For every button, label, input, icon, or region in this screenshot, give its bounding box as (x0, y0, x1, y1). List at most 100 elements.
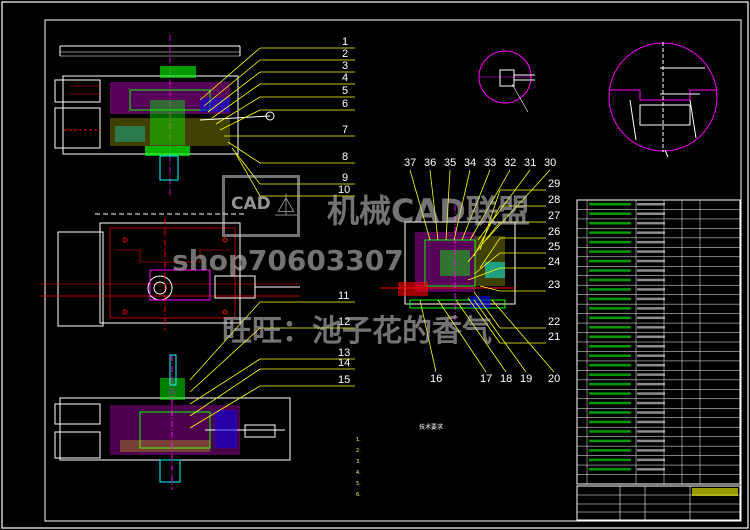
callout-number: 24 (548, 256, 561, 268)
table-cell-text (637, 297, 665, 301)
table-cell-text (637, 212, 665, 215)
leader-line (437, 299, 487, 373)
table-cell-text (589, 382, 631, 386)
callout-number: 19 (520, 373, 533, 385)
leader-line (467, 221, 501, 263)
detail-circle-large (608, 42, 718, 158)
callout-number: 2 (342, 48, 349, 60)
callout-number: 36 (424, 157, 437, 169)
callout-number: 30 (544, 157, 557, 169)
table-cell-text (589, 269, 631, 272)
table-cell-text (637, 392, 665, 395)
leader-line (231, 147, 261, 185)
callout-number: 6 (342, 98, 349, 110)
table-cell-text (589, 439, 631, 443)
table-cell-text (589, 326, 631, 329)
callout-number: 20 (548, 373, 561, 385)
callout-number: 26 (548, 226, 561, 238)
callout-number: 28 (548, 194, 561, 206)
callout-number: 32 (504, 157, 517, 169)
leader-line (409, 169, 431, 241)
leader-line (429, 169, 439, 241)
table-cell-text (589, 363, 631, 367)
callout-number: 11 (338, 290, 350, 302)
table-cell-text (589, 307, 631, 310)
callout-number: 29 (548, 178, 561, 190)
callout-number: 37 (404, 157, 417, 169)
table-cell-text (637, 468, 665, 471)
callout-number: 35 (444, 157, 457, 169)
table-cell-text (589, 392, 631, 395)
table-cell-text (589, 401, 631, 405)
leader-line (189, 385, 261, 429)
leader-line (473, 205, 501, 257)
note-item: 1. (356, 437, 361, 443)
table-cell-text (637, 231, 665, 234)
table-cell-text (589, 212, 631, 215)
note-item: 5. (356, 481, 361, 487)
table-cell-text (637, 458, 665, 462)
inner-frame (44, 19, 742, 522)
callout-number: 16 (430, 373, 443, 385)
leader-line (215, 96, 261, 125)
leader-line (473, 299, 527, 373)
watermark-line3: 旺旺：池子花的香气 (222, 314, 492, 349)
table-cell-text (589, 411, 631, 414)
leader-line (211, 83, 261, 119)
callout-number: 7 (342, 124, 349, 136)
table-cell-text (589, 345, 631, 348)
callout-number: 8 (342, 151, 349, 163)
leader-line (219, 109, 261, 131)
table-cell-text (637, 221, 665, 225)
callout-number: 34 (464, 157, 477, 169)
leader-line (485, 169, 551, 241)
notes-title: 技术要求 (418, 424, 443, 431)
leader-line (455, 299, 507, 373)
table-cell-text (637, 354, 665, 357)
title-block (576, 485, 741, 521)
callout-number: 14 (338, 357, 351, 369)
table-cell-text (637, 250, 665, 253)
watermark-line1: 机械CAD联盟 (327, 192, 530, 230)
note-item: 4. (356, 470, 361, 476)
table-cell-text (637, 439, 665, 443)
middle-plan-view (40, 213, 300, 330)
callout-number: 9 (342, 172, 349, 184)
table-cell-text (637, 345, 665, 348)
table-cell-text (589, 203, 631, 206)
leader-line (473, 252, 501, 275)
table-cell-text (637, 373, 665, 376)
table-cell-text (637, 259, 665, 263)
leader-line (469, 169, 511, 241)
technical-notes: 技术要求 1.2.3.4.5.6. (356, 422, 506, 501)
callout-number: 21 (548, 331, 561, 343)
leader-line (189, 368, 261, 417)
table-cell-text (589, 373, 631, 376)
leader-line (419, 299, 437, 373)
leader-line (491, 299, 555, 373)
table-cell-text (637, 240, 665, 244)
leader-line (453, 169, 471, 241)
watermark-line2: shop70603307 (172, 244, 404, 277)
callout-number: 4 (342, 72, 349, 84)
notes-list: 1.2.3.4.5.6. (356, 435, 506, 501)
table-cell-text (589, 316, 631, 320)
table-cell-text (589, 458, 631, 462)
callout-number: 22 (548, 316, 561, 328)
table-cell-text (637, 278, 665, 282)
leader-line (479, 237, 501, 269)
leader-line (203, 59, 261, 107)
leader-line (467, 297, 501, 344)
parts-list-table (576, 199, 741, 485)
leader-lines (189, 47, 555, 429)
table-cell-text (589, 354, 631, 357)
callout-number: 25 (548, 241, 561, 253)
table-cell-text (637, 326, 665, 329)
leader-line (189, 358, 261, 405)
callout-number: 10 (338, 184, 351, 196)
table-cell-text (589, 430, 631, 433)
leader-line (199, 47, 261, 101)
table-cell-text (637, 430, 665, 433)
callout-number: 15 (338, 374, 351, 386)
callout-number: 33 (484, 157, 497, 169)
